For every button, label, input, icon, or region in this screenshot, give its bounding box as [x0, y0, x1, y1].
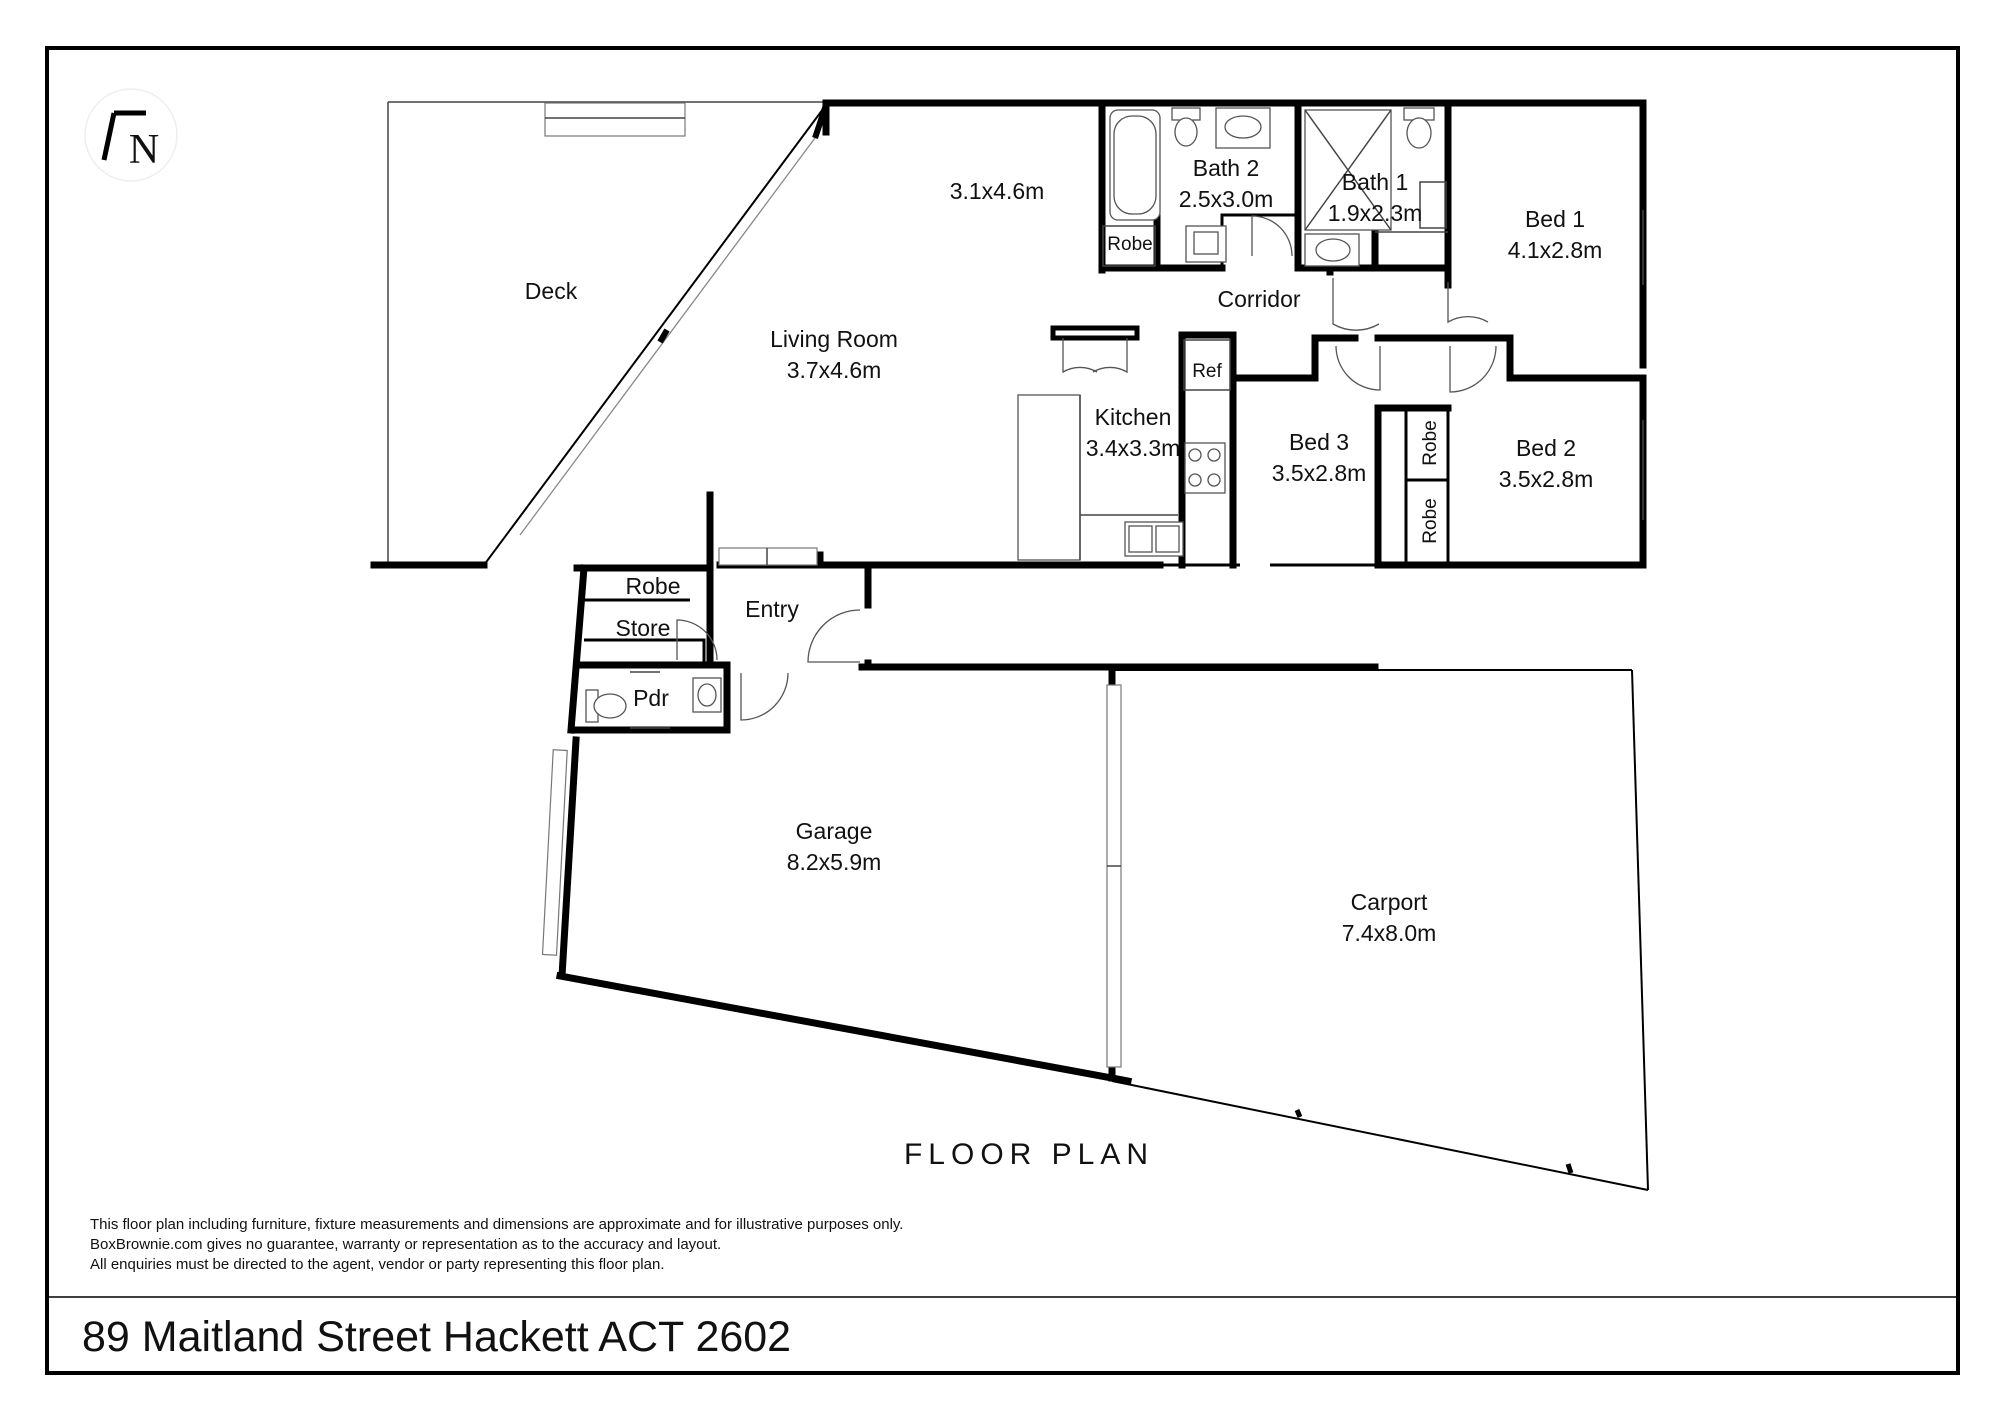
bed2-label: Bed 2	[1516, 435, 1576, 461]
robe-entry-label: Robe	[626, 573, 681, 599]
bed1-label: Bed 1	[1525, 206, 1585, 232]
entry-label: Entry	[745, 596, 799, 622]
disclaimer: This floor plan including furniture, fix…	[90, 1216, 903, 1273]
kitchen-dims: 3.4x3.3m	[1086, 435, 1181, 461]
deck-area	[387, 101, 829, 566]
page-frame	[45, 46, 1960, 1375]
carport-label: Carport	[1351, 889, 1428, 915]
dining-dims: 3.1x4.6m	[950, 178, 1045, 204]
compass-letter: N	[129, 127, 159, 173]
disclaimer-line-1: This floor plan including furniture, fix…	[90, 1216, 903, 1233]
living-room-dims: 3.7x4.6m	[787, 357, 882, 383]
north-compass-icon: N	[84, 88, 178, 182]
bed3-dims: 3.5x2.8m	[1272, 460, 1367, 486]
garage-label: Garage	[796, 818, 873, 844]
kitchen-label: Kitchen	[1095, 404, 1172, 430]
garage-dims: 8.2x5.9m	[787, 849, 882, 875]
carport-dims: 7.4x8.0m	[1342, 920, 1437, 946]
pdr-label: Pdr	[633, 685, 669, 711]
garage-carport	[541, 668, 1649, 1191]
robe-bed2-upper-label: Robe	[1420, 420, 1441, 465]
deck-label: Deck	[525, 278, 578, 304]
living-room-label: Living Room	[770, 326, 898, 352]
disclaimer-line-3: All enquiries must be directed to the ag…	[90, 1256, 665, 1273]
bed3-label: Bed 3	[1289, 429, 1349, 455]
robe-bath2-label: Robe	[1107, 234, 1152, 255]
disclaimer-line-2: BoxBrownie.com gives no guarantee, warra…	[90, 1236, 721, 1253]
bath2-label: Bath 2	[1193, 155, 1260, 181]
bed1-dims: 4.1x2.8m	[1508, 237, 1603, 263]
room-labels: Deck 3.1x4.6m Living Room 3.7x4.6m Bath …	[525, 155, 1603, 946]
bath1-dims: 1.9x2.3m	[1328, 200, 1423, 226]
bed2-dims: 3.5x2.8m	[1499, 466, 1594, 492]
address: 89 Maitland Street Hackett ACT 2602	[82, 1313, 791, 1361]
plan-title: FLOOR PLAN	[904, 1138, 1154, 1171]
robe-bed2-lower-label: Robe	[1420, 498, 1441, 543]
corridor-label: Corridor	[1217, 286, 1300, 312]
ref-label: Ref	[1192, 361, 1222, 382]
bath1-label: Bath 1	[1342, 169, 1409, 195]
store-label: Store	[616, 615, 671, 641]
house-walls	[370, 99, 1647, 734]
bath2-dims: 2.5x3.0m	[1179, 186, 1274, 212]
fixtures	[585, 107, 1644, 729]
